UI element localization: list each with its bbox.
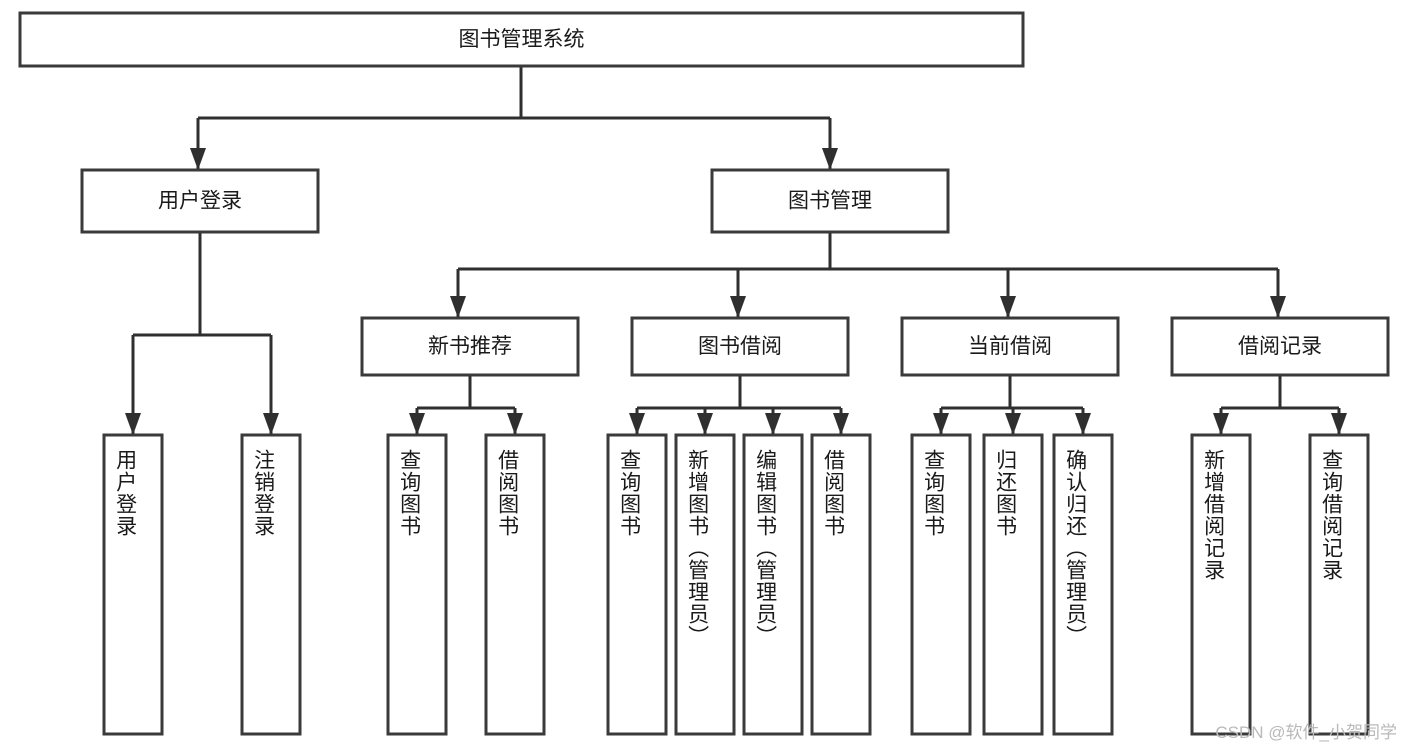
arrowhead-leaf-11 [1213,413,1229,435]
node-box-user-login [80,168,320,234]
node-leaf-edit-book[interactable]: 编辑图书（管理员） [742,433,804,736]
node-box-leaf-add-book [674,433,736,736]
node-box-leaf-query-book-3 [910,433,972,736]
node-label-book-manage: 图书管理 [788,190,872,213]
node-box-new-book-recommend [360,316,580,377]
node-box-leaf-return-book [982,433,1044,736]
node-label-new-book-recommend: 新书推荐 [428,335,512,358]
node-box-leaf-borrow-book-1 [484,433,546,736]
node-box-leaf-confirm-return [1052,433,1114,736]
arrowhead-leaf-2 [409,413,425,435]
node-book-manage[interactable]: 图书管理 [710,168,950,234]
node-box-leaf-query-book-1 [386,433,448,736]
node-label-leaf-add-book: 新增图书（管理员） [686,449,710,647]
node-label-leaf-borrow-book-1: 借阅图书 [496,449,520,537]
arrowhead-leaf-5 [697,413,713,435]
node-box-leaf-logout [240,433,302,736]
node-leaf-add-book[interactable]: 新增图书（管理员） [674,433,736,736]
node-label-root: 图书管理系统 [459,28,585,51]
node-root[interactable]: 图书管理系统 [18,11,1025,68]
node-label-leaf-user-login: 用户登录 [114,449,138,537]
node-new-book-recommend[interactable]: 新书推荐 [360,316,580,377]
arrowhead-level2-2 [1000,296,1016,318]
node-user-login[interactable]: 用户登录 [80,168,320,234]
node-leaf-borrow-book-2[interactable]: 借阅图书 [810,433,872,736]
node-label-leaf-query-book-1: 查询图书 [398,449,422,537]
node-leaf-add-record[interactable]: 新增借阅记录 [1190,433,1252,736]
arrowhead-leaf-7 [833,413,849,435]
node-label-leaf-edit-book: 编辑图书（管理员） [754,449,778,647]
node-label-leaf-add-record: 新增借阅记录 [1202,449,1226,581]
arrowhead-leaf-0 [125,413,141,435]
node-leaf-query-book-2[interactable]: 查询图书 [606,433,668,736]
node-box-leaf-add-record [1190,433,1252,736]
node-label-leaf-query-book-2: 查询图书 [618,449,642,537]
node-leaf-borrow-book-1[interactable]: 借阅图书 [484,433,546,736]
arrowhead-level1-0 [190,148,206,170]
node-label-book-borrow: 图书借阅 [698,335,782,358]
node-label-leaf-query-record: 查询借阅记录 [1320,449,1344,581]
node-label-leaf-borrow-book-2: 借阅图书 [822,449,846,537]
node-leaf-return-book[interactable]: 归还图书 [982,433,1044,736]
node-leaf-query-book-1[interactable]: 查询图书 [386,433,448,736]
node-box-leaf-query-book-2 [606,433,668,736]
node-box-book-manage [710,168,950,234]
arrowhead-leaf-12 [1331,413,1347,435]
node-box-leaf-borrow-book-2 [810,433,872,736]
node-label-current-borrow: 当前借阅 [968,335,1052,358]
edges-layer [125,66,1347,435]
node-label-leaf-confirm-return: 确认归还（管理员） [1064,449,1088,647]
node-leaf-user-login[interactable]: 用户登录 [102,433,164,736]
node-box-leaf-query-record [1308,433,1370,736]
arrowhead-level1-1 [822,148,838,170]
node-borrow-record[interactable]: 借阅记录 [1170,316,1390,377]
node-box-current-borrow [900,316,1120,377]
node-label-leaf-return-book: 归还图书 [994,449,1018,537]
arrowhead-leaf-1 [263,413,279,435]
node-leaf-confirm-return[interactable]: 确认归还（管理员） [1052,433,1114,736]
arrowhead-leaf-9 [1005,413,1021,435]
node-book-borrow[interactable]: 图书借阅 [630,316,850,377]
nodes-layer: 图书管理系统用户登录图书管理新书推荐图书借阅当前借阅借阅记录用户登录注销登录查询… [18,11,1390,736]
arrowhead-level2-0 [450,296,466,318]
node-box-borrow-record [1170,316,1390,377]
node-label-user-login: 用户登录 [158,190,242,213]
node-label-borrow-record: 借阅记录 [1238,335,1322,358]
arrowhead-leaf-10 [1075,413,1091,435]
node-box-root [18,11,1025,68]
node-label-leaf-query-book-3: 查询图书 [922,449,946,537]
node-box-leaf-user-login [102,433,164,736]
arrowhead-leaf-4 [629,413,645,435]
arrowhead-level2-3 [1270,296,1286,318]
node-current-borrow[interactable]: 当前借阅 [900,316,1120,377]
node-label-leaf-logout: 注销登录 [252,449,276,537]
arrowhead-leaf-6 [765,413,781,435]
arrowhead-leaf-8 [933,413,949,435]
node-leaf-logout[interactable]: 注销登录 [240,433,302,736]
node-box-leaf-edit-book [742,433,804,736]
node-box-book-borrow [630,316,850,377]
arrowhead-level2-1 [730,296,746,318]
arrowhead-leaf-3 [507,413,523,435]
node-leaf-query-book-3[interactable]: 查询图书 [910,433,972,736]
node-leaf-query-record[interactable]: 查询借阅记录 [1308,433,1370,736]
csdn-watermark: CSDN @软件_小贺同学 [1215,723,1397,742]
